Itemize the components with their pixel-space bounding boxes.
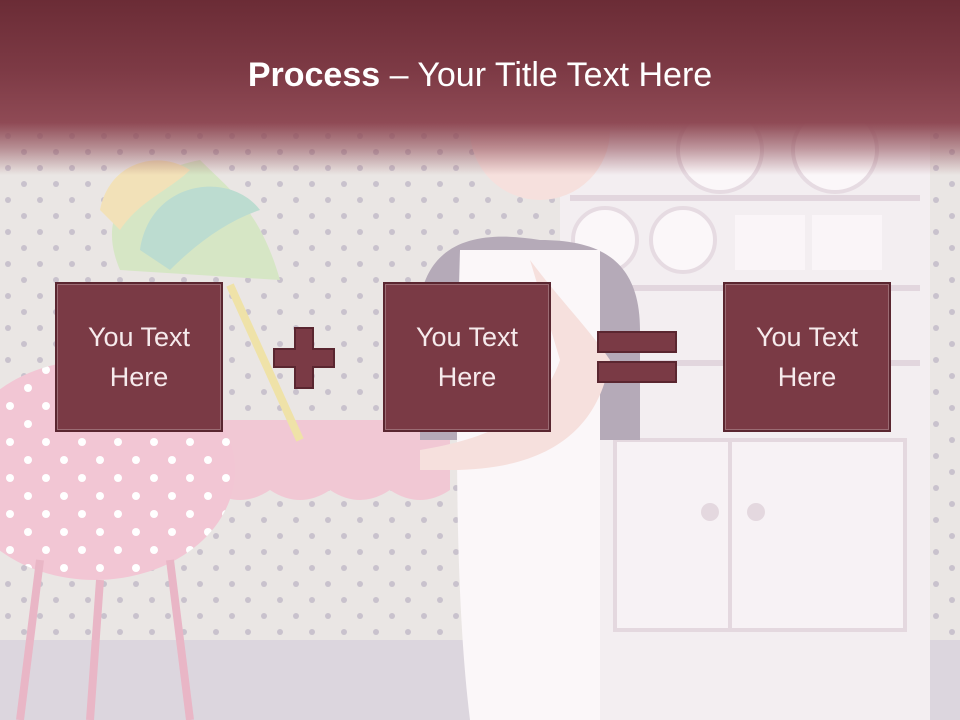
- process-box-3[interactable]: You Text Here: [723, 282, 891, 432]
- slide-title: Process – Your Title Text Here: [0, 54, 960, 96]
- plus-icon: [273, 327, 335, 389]
- process-box-3-text: You Text Here: [755, 322, 859, 392]
- equals-icon: [597, 331, 677, 383]
- title-bold: Process: [247, 56, 381, 94]
- process-box-1[interactable]: You Text Here: [55, 282, 223, 432]
- title-rest: – Your Title Text Here: [380, 56, 713, 94]
- process-box-1-text: You Text Here: [87, 322, 191, 392]
- header-band: [0, 0, 960, 175]
- process-box-2[interactable]: You Text Here: [383, 282, 551, 432]
- process-box-2-text: You Text Here: [415, 322, 519, 392]
